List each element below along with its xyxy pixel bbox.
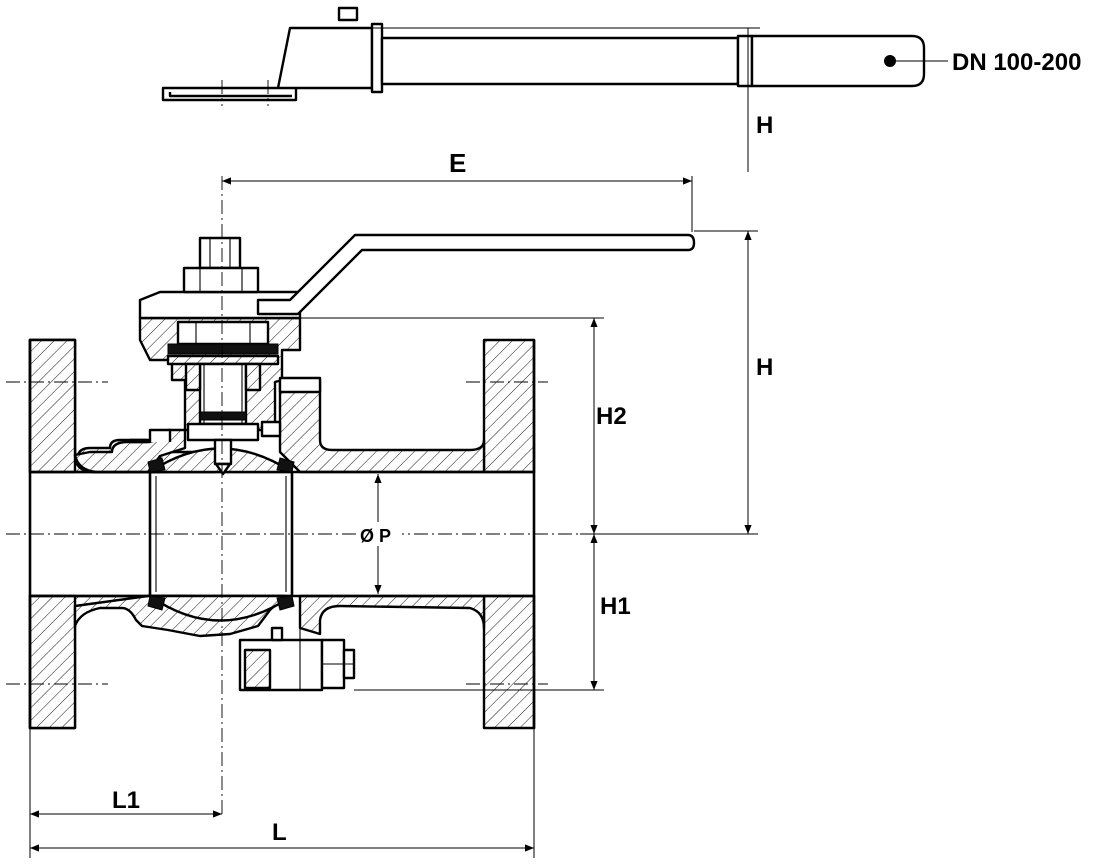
handle-size-note: DN 100-200: [952, 49, 1081, 76]
dim-label-L: L: [272, 819, 287, 846]
long-handle-top-view: DN 100-200 H: [161, 6, 1081, 172]
dim-label-H-top: H: [756, 112, 773, 139]
valve-body-section: [6, 176, 696, 815]
dim-label-L1: L1: [112, 787, 140, 814]
dim-label-H: H: [756, 354, 773, 381]
dim-label-P: Ø P: [360, 526, 391, 546]
dimension-lines: E H H2 H1 Ø P L1 L: [29, 148, 773, 858]
dim-label-H2: H2: [596, 403, 627, 430]
dim-label-H1: H1: [600, 593, 631, 620]
dim-label-E: E: [449, 148, 466, 178]
